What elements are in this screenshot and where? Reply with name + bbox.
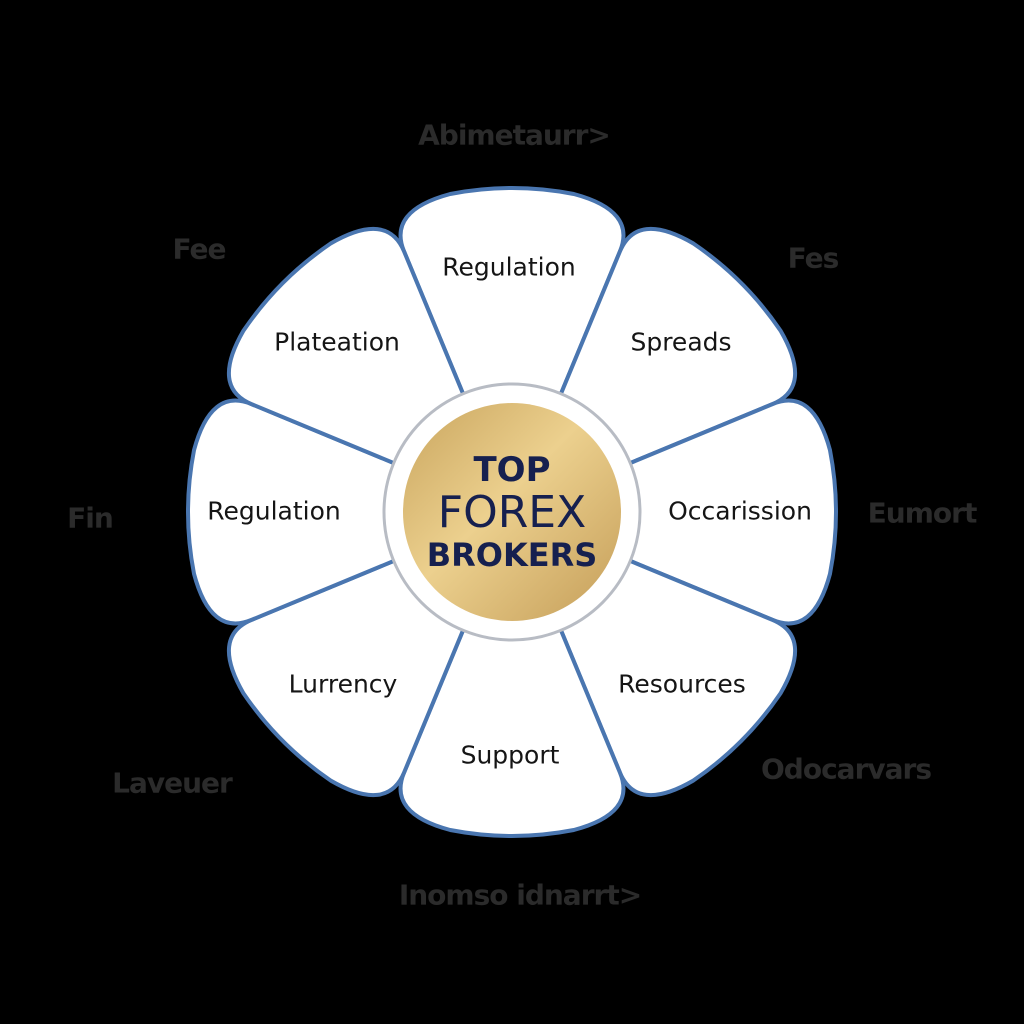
center-line-2: FOREX [437,487,587,538]
petal-regulation [186,398,404,626]
center-gold-badge [403,403,621,621]
petal-label-plateation: Plateation [274,327,400,357]
petal-resources [555,555,797,797]
center-line-3: BROKERS [426,536,598,574]
outer-label-bottom-right: Odocarvars [760,752,932,786]
outer-label-bottom: Inomso idnarrt> [398,878,642,912]
petal-lurrency [227,555,469,797]
outer-label-top-right: Fes [787,241,840,275]
petal-occarission [620,398,838,626]
petal-label-occarission: Occarission [668,496,812,526]
petal-support [398,620,626,838]
petal-label-support: Support [460,740,560,770]
petal-spreads [555,227,797,469]
center-line-1: TOP [473,450,551,490]
petal-regulation [398,186,626,404]
petal-label-regulation-top: Regulation [442,252,576,282]
center-title: TOP FOREX BROKERS [427,453,598,571]
outer-label-top: Abimetaurr> [418,118,611,152]
outer-label-top-left: Fee [172,232,227,266]
outer-label-left: Fin [67,501,114,535]
petal-plateation [227,227,469,469]
outer-label-right: Eumort [867,496,978,530]
petal-label-spreads: Spreads [630,327,732,357]
petal-label-resources: Resources [618,669,746,699]
petal-label-lurrency: Lurrency [288,669,398,699]
petal-label-regulation-left: Regulation [207,496,341,526]
outer-label-bottom-left: Laveuer [112,766,233,800]
